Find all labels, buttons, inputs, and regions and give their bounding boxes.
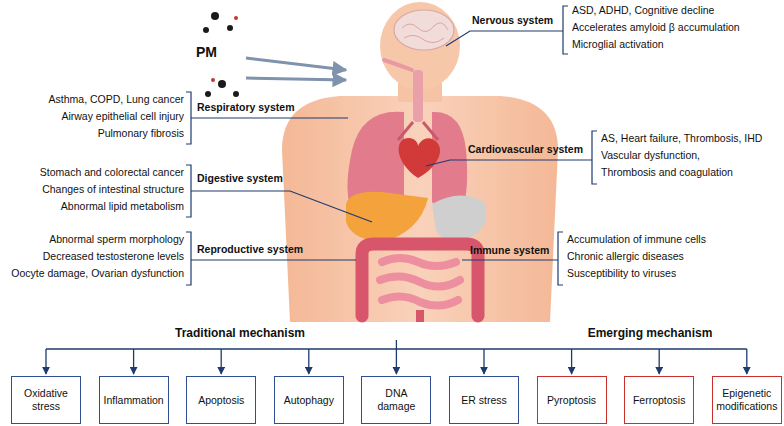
pm-label: PM xyxy=(196,44,217,61)
illustration-part xyxy=(483,349,484,374)
effect-item: Oocyte damage, Ovarian dysfunction xyxy=(11,267,184,280)
illustration-part xyxy=(233,91,239,97)
illustration-part xyxy=(234,16,238,20)
emerging-mechanism-box: Ferroptosis xyxy=(624,376,694,424)
illustration-part xyxy=(186,165,191,217)
illustration-part xyxy=(446,31,563,46)
illustration-part xyxy=(45,349,46,374)
effect-item: Asthma, COPD, Lung cancer xyxy=(49,93,184,106)
traditional-mechanism-box: Apoptosis xyxy=(186,376,256,424)
illustration-part xyxy=(205,91,211,97)
illustration-part xyxy=(203,27,209,33)
illustration-part xyxy=(571,349,572,374)
illustration-part xyxy=(186,232,191,285)
illustration-part xyxy=(282,96,558,322)
effect-item: Chronic allergic diseases xyxy=(567,250,684,263)
mechanism-name: Ferroptosis xyxy=(633,394,686,407)
illustration-part xyxy=(308,349,309,374)
illustration-part xyxy=(394,10,454,50)
mechanism-name: DNA damage xyxy=(365,387,427,412)
mechanism-name: Epigenetic modifications xyxy=(716,387,778,412)
traditional-mechanism-box: DNA damage xyxy=(361,376,431,424)
effect-item: Susceptibility to viruses xyxy=(567,267,676,280)
illustration-part xyxy=(398,122,438,140)
mechanism-name: Oxidative stress xyxy=(15,387,77,412)
emerging-mechanism-box: Epigenetic modifications xyxy=(712,376,782,424)
effect-item: Pulmonary fibrosis xyxy=(98,127,184,140)
illustration-part xyxy=(592,131,597,184)
system-name: Digestive system xyxy=(197,172,283,185)
illustration-part xyxy=(746,349,747,374)
illustration-part xyxy=(191,259,356,260)
illustration-part xyxy=(186,92,191,144)
illustration-part xyxy=(416,310,424,322)
illustration-part xyxy=(404,35,444,42)
emerging-mechanism-box: Pyroptosis xyxy=(537,376,607,424)
traditional-mechanism-box: ER stress xyxy=(449,376,519,424)
system-name: Cardiovascular system xyxy=(468,143,583,156)
illustration-part xyxy=(221,349,222,374)
mechanism-tree xyxy=(46,340,747,374)
effect-item: Stomach and colorectal cancer xyxy=(40,166,184,179)
illustration-part xyxy=(402,23,448,32)
illustration-part xyxy=(384,60,412,70)
mechanism-name: Inflammation xyxy=(104,394,164,407)
effect-item: Microglial activation xyxy=(572,38,664,51)
illustration-part xyxy=(246,78,346,80)
traditional-mechanism-box: Inflammation xyxy=(99,376,169,424)
effect-item: Abnormal sperm morphology xyxy=(49,233,184,246)
system-name: Respiratory system xyxy=(197,101,294,114)
system-name: Reproductive system xyxy=(197,243,303,256)
illustration-part xyxy=(659,349,660,374)
inhalation-arrows xyxy=(246,58,346,80)
illustration-part xyxy=(191,191,372,222)
effect-item: Abnormal lipid metabolism xyxy=(61,200,184,213)
illustration-part xyxy=(380,258,460,306)
illustration-part xyxy=(133,349,134,374)
stomach xyxy=(432,195,487,240)
system-name: Nervous system xyxy=(472,14,553,27)
illustration-part xyxy=(563,6,568,54)
effect-item: Changes of intestinal structure xyxy=(42,183,184,196)
illustration-part xyxy=(558,232,563,285)
effect-item: ASD, ADHD, Cognitive decline xyxy=(572,4,714,17)
mechanism-name: ER stress xyxy=(461,394,507,407)
brain xyxy=(394,10,454,50)
illustration-part xyxy=(396,340,397,349)
system-name: Immune system xyxy=(470,244,549,257)
mechanism-name: Apoptosis xyxy=(198,394,244,407)
leader-lines xyxy=(186,6,597,285)
effect-item: AS, Heart failure, Thrombosis, IHD xyxy=(601,132,762,145)
effect-item: Accumulation of immune cells xyxy=(567,233,706,246)
illustration-part xyxy=(227,25,233,31)
illustration-part xyxy=(211,78,215,82)
illustration-part xyxy=(211,12,219,20)
traditional-mechanism-box: Oxidative stress xyxy=(11,376,81,424)
mechanism-name: Pyroptosis xyxy=(547,394,596,407)
effect-item: Accelerates amyloid β accumulation xyxy=(572,21,740,34)
traditional-mechanism-box: Autophagy xyxy=(274,376,344,424)
effect-item: Airway epithelial cell injury xyxy=(61,110,184,123)
body-silhouette xyxy=(282,2,558,322)
illustration-part xyxy=(246,58,346,70)
illustration-part xyxy=(413,70,423,122)
mechanism-name: Autophagy xyxy=(284,394,334,407)
intestines xyxy=(362,244,478,322)
illustration-part xyxy=(426,160,592,166)
effect-item: Vascular dysfunction, xyxy=(601,149,700,162)
illustration-part xyxy=(191,117,348,118)
illustration-part xyxy=(362,244,478,316)
illustration-part xyxy=(462,259,558,260)
heart xyxy=(399,138,440,178)
mechanism-heading: Traditional mechanism xyxy=(175,326,305,340)
illustration-part xyxy=(396,349,397,374)
effect-item: Thrombosis and coagulation xyxy=(601,166,733,179)
mechanism-heading: Emerging mechanism xyxy=(588,326,713,340)
effect-item: Decreased testosterone levels xyxy=(43,250,184,263)
illustration-part xyxy=(218,80,226,88)
